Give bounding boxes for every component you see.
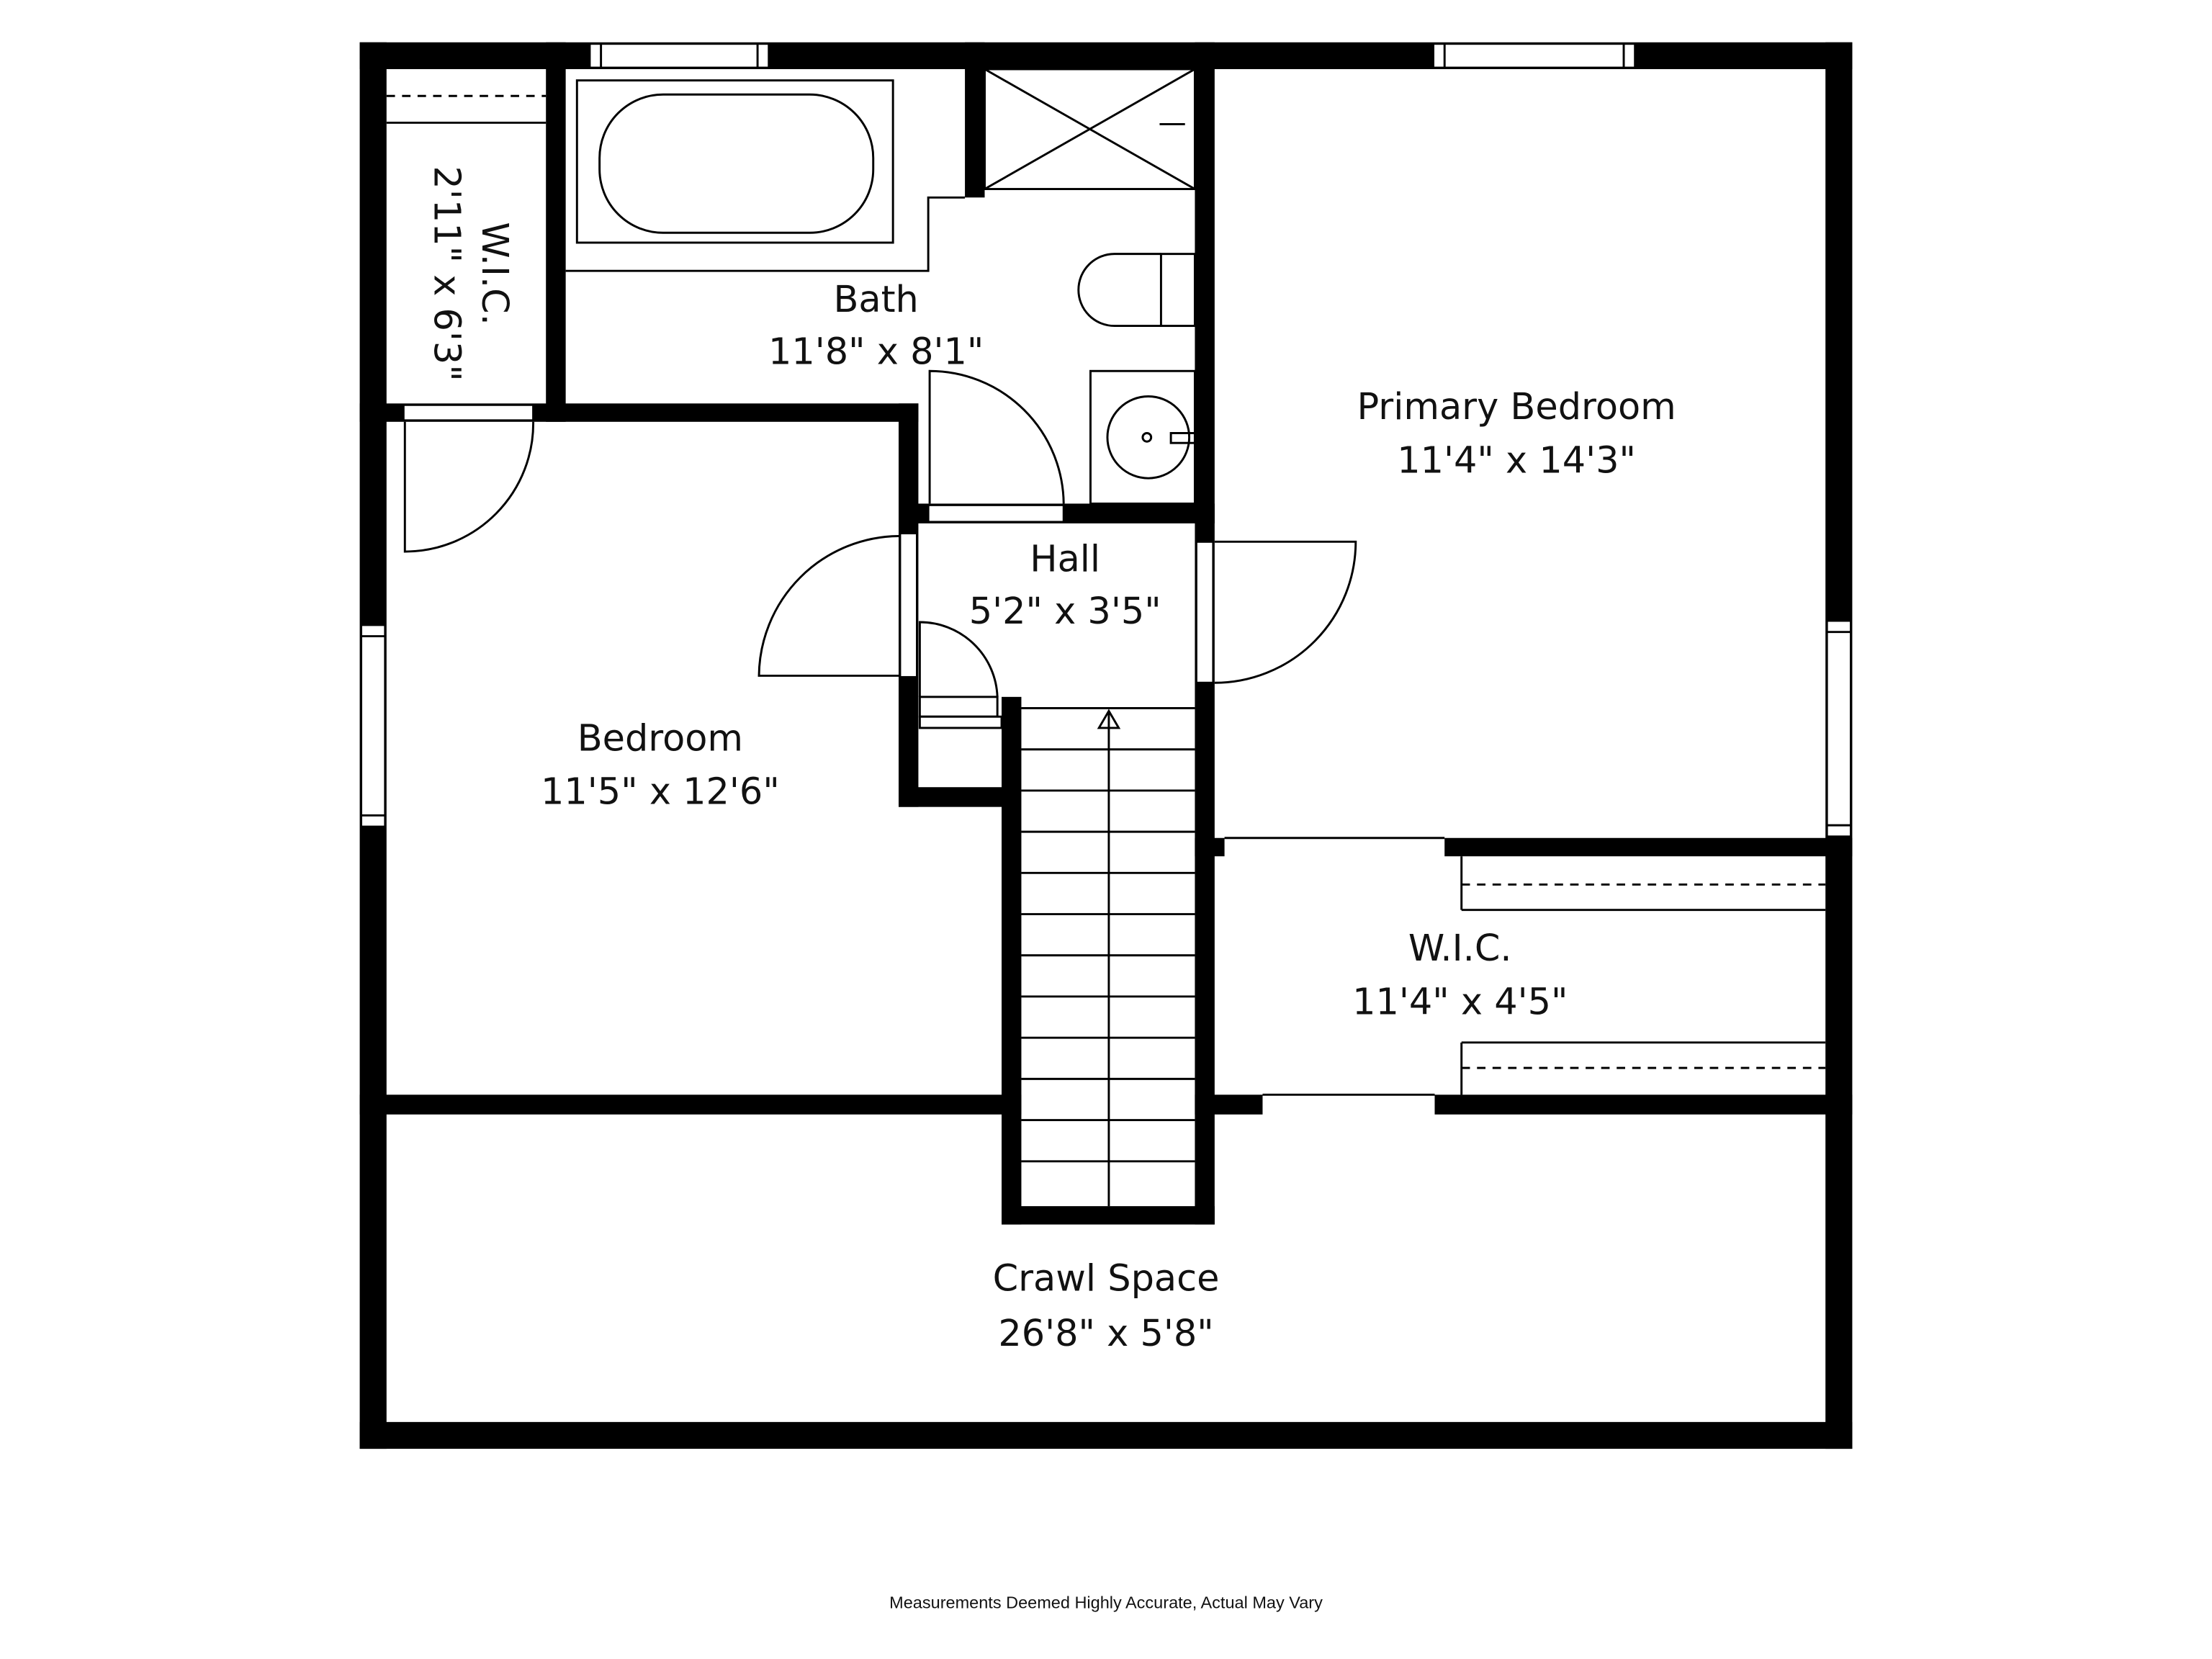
room-name: Hall — [1030, 538, 1100, 580]
fixtures — [386, 68, 1826, 1096]
room-labels: W.I.C. 2'11" x 6'3" Bath 11'8" x 8'1" Pr… — [425, 166, 1676, 1355]
stair-arrow-icon — [1097, 709, 1121, 1207]
room-name: W.I.C. — [473, 222, 516, 325]
stairs — [1021, 707, 1195, 1207]
room-size: 5'2" x 3'5" — [969, 590, 1161, 633]
room-size: 11'4" x 14'3" — [1397, 439, 1636, 482]
room-size: 2'11" x 6'3" — [425, 166, 467, 381]
room-name: Bedroom — [577, 717, 743, 760]
doors — [402, 369, 1357, 729]
room-name: Crawl Space — [993, 1258, 1220, 1300]
room-size: 11'8" x 8'1" — [768, 331, 984, 373]
room-size: 11'5" x 12'6" — [541, 771, 780, 814]
room-name: W.I.C. — [1408, 927, 1512, 970]
windows — [360, 42, 1852, 838]
disclaimer: Measurements Deemed Highly Accurate, Act… — [889, 1593, 1323, 1611]
room-size: 11'4" x 4'5" — [1352, 981, 1568, 1024]
room-name: Bath — [833, 279, 918, 321]
room-name: Primary Bedroom — [1357, 386, 1676, 428]
room-size: 26'8" x 5'8" — [998, 1313, 1213, 1355]
